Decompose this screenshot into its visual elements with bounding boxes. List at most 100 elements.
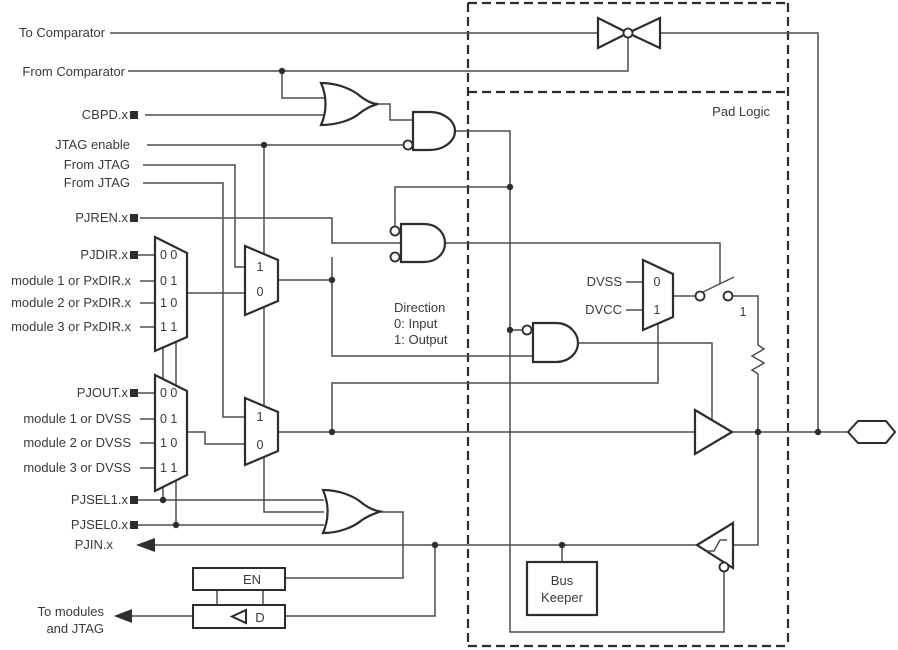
label-pjin: PJIN.x: [75, 537, 114, 552]
switch-blade: [702, 276, 735, 293]
mux-pullup-pulldown: [641, 258, 675, 332]
label-module1-dir: module 1 or PxDIR.x: [11, 273, 131, 288]
label-module2-out: module 2 or DVSS: [23, 435, 131, 450]
pjren-terminal: [130, 214, 138, 222]
inverter-bubble-and2-top: [389, 225, 401, 237]
pjdir-terminal: [130, 251, 138, 259]
direction-note-3: 1: Output: [394, 332, 448, 347]
outmux-row-01: 0 1: [160, 412, 177, 426]
dirmux-row-11: 1 1: [160, 320, 177, 334]
switch-contact-right: [722, 290, 734, 302]
pad-logic-boundary: [466, 1, 790, 648]
label-module1-out: module 1 or DVSS: [23, 411, 131, 426]
pullmux-one: 1: [654, 303, 661, 317]
wire-jtag-select-to-or2: [263, 456, 324, 513]
mux-output-override: [243, 396, 280, 467]
label-to-modules-1: To modules: [38, 604, 105, 619]
wire-outmux-to-override: [187, 431, 245, 445]
latch-en-label: EN: [243, 572, 261, 587]
hysteresis-icon: [707, 539, 727, 552]
ovr-out-zero: 0: [257, 438, 264, 452]
label-pjsel1: PJSEL1.x: [71, 492, 129, 507]
wires: [110, 32, 848, 633]
label-module2-dir: module 2 or PxDIR.x: [11, 295, 131, 310]
inverter-bubble-and1: [402, 139, 414, 151]
wire-switch-to-resistor: [732, 295, 759, 345]
inverter-bubble-and3: [521, 324, 533, 336]
and-gate-direction: [531, 321, 580, 364]
latch-d-label: D: [255, 610, 264, 625]
label-from-comparator: From Comparator: [22, 64, 125, 79]
cbpd-terminal: [130, 111, 138, 119]
output-buffer: [693, 408, 735, 456]
inverter-bubble-and2-bottom: [389, 251, 401, 263]
label-to-comparator: To Comparator: [19, 25, 106, 40]
wire-from-comparator-branch: [281, 71, 325, 99]
outmux-row-11: 1 1: [160, 461, 177, 475]
and-gate-pjren: [399, 222, 447, 264]
wire-pjin-to-dlatch: [285, 545, 436, 617]
pjsel0-terminal: [130, 521, 138, 529]
wire-jtag-to-and2: [394, 186, 510, 226]
bus-keeper-label-1: Bus: [551, 573, 574, 588]
to-modules-arrowhead: [114, 609, 132, 623]
ovr-dir-one: 1: [257, 260, 264, 274]
wire-comparator-to-pad: [660, 32, 819, 432]
or-gate-comparator: [319, 81, 379, 127]
pjin-arrowhead: [136, 538, 155, 552]
label-module3-dir: module 3 or PxDIR.x: [11, 319, 131, 334]
outmux-row-10: 1 0: [160, 436, 177, 450]
analog-switch-right-triangle: [625, 16, 662, 50]
pjsel1-terminal: [130, 496, 138, 504]
label-from-jtag1: From JTAG: [64, 157, 130, 172]
inverter-bubble-schmitt-enable: [718, 561, 730, 573]
direction-note-1: Direction: [394, 300, 445, 315]
wire-pad-to-schmitt: [733, 432, 759, 546]
schmitt-trigger: [694, 521, 735, 571]
ovr-out-one: 1: [257, 410, 264, 424]
label-pjsel0: PJSEL0.x: [71, 517, 129, 532]
wire-from-jtag2: [143, 182, 245, 418]
latch-en-box: [192, 567, 286, 591]
direction-note-2: 0: Input: [394, 316, 438, 331]
pad-hexagon: [846, 420, 897, 444]
label-dvss: DVSS: [587, 274, 623, 289]
analog-switch-left-triangle: [596, 16, 631, 50]
label-from-jtag2: From JTAG: [64, 175, 130, 190]
and-gate-jtag: [411, 110, 457, 152]
wire-and3-to-buffer-enable: [578, 342, 713, 420]
dirmux-row-01: 0 1: [160, 274, 177, 288]
resistor: [750, 344, 766, 375]
register-terminals: [130, 111, 138, 529]
wire-and2-to-switch: [445, 242, 721, 284]
label-pjdir: PJDIR.x: [80, 247, 128, 262]
label-to-modules-2: and JTAG: [46, 621, 104, 636]
wire-direction: [331, 257, 533, 357]
label-module3-out: module 3 or DVSS: [23, 460, 131, 475]
switch-contact-left: [694, 290, 706, 302]
mux-output-4in: [153, 373, 189, 493]
junction-dots: [159, 67, 822, 549]
label-pjout: PJOUT.x: [77, 385, 129, 400]
label-pjren: PJREN.x: [75, 210, 128, 225]
label-jtag-enable: JTAG enable: [55, 137, 130, 152]
wire-from-comparator: [128, 38, 629, 72]
latch-clock-triangle-icon: [229, 608, 247, 625]
bus-keeper-box: [525, 560, 599, 617]
mux-direction-4in: [153, 235, 189, 353]
dirmux-row-00: 0 0: [160, 248, 177, 262]
wire-from-jtag1: [143, 164, 245, 268]
bus-keeper-label-2: Keeper: [541, 590, 584, 605]
wire-jtag-control: [455, 130, 725, 633]
wire-pjren: [140, 217, 401, 244]
wire-data-to-pullmux-select: [331, 324, 659, 432]
outmux-row-00: 0 0: [160, 386, 177, 400]
mux-direction-override: [243, 244, 280, 317]
wire-or1-to-and1: [378, 103, 413, 121]
label-dvcc: DVCC: [585, 302, 622, 317]
or-gate-pjsel: [321, 488, 384, 535]
label-cbpd: CBPD.x: [82, 107, 129, 122]
dirmux-row-10: 1 0: [160, 296, 177, 310]
